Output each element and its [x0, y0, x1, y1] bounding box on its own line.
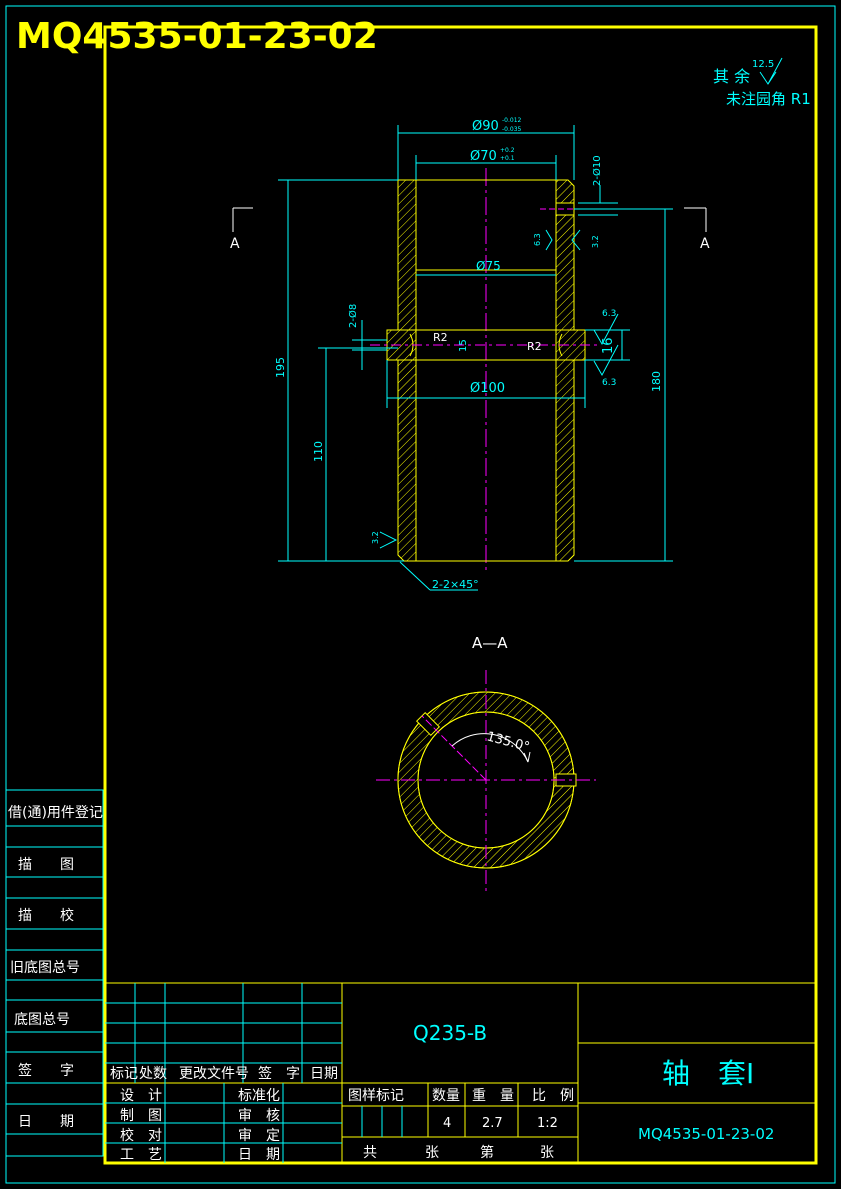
info-h-1: 数量: [432, 1088, 460, 1104]
rev-h-1: 处数: [139, 1066, 167, 1082]
sign-left-2: 校 对: [120, 1127, 162, 1144]
dim-inner-tol-upper: +0.2: [500, 147, 515, 154]
roughness-symbol-icon: [759, 57, 783, 85]
dim-radius-right: R2: [527, 340, 542, 353]
rev-h-4: 日期: [310, 1066, 338, 1082]
section-marker-left: A: [230, 236, 240, 252]
revision-header: 标记 处数 更改文件号 签 字 日期: [110, 1065, 338, 1082]
section-marker-right: A: [700, 236, 710, 252]
dim-total-length: 195: [274, 357, 287, 378]
side-row-1: 描 图: [18, 857, 74, 873]
side-row-0: 借(通)用件登记: [8, 805, 103, 821]
surface-note-prefix: 其 余: [713, 67, 750, 86]
sheet-no-label: 第: [480, 1144, 494, 1161]
side-row-6: 日 期: [18, 1114, 74, 1130]
drawing-number: MQ4535-01-23-02: [638, 1125, 774, 1143]
sign-right-2: 审 定: [238, 1128, 280, 1144]
bushing-front-view: [370, 168, 600, 572]
info-headers: 图样标记 数量 重 量 比 例: [348, 1088, 574, 1104]
sheets-label: 张: [425, 1145, 439, 1161]
title-block-grid: [105, 982, 816, 1163]
sign-right-0: 标准化: [238, 1088, 280, 1104]
sheet-label: 张: [540, 1145, 554, 1161]
surface-roughness-note: 其 余 12.5 未注园角 R1: [713, 57, 811, 108]
dim-chamfer: 2-2×45°: [432, 578, 479, 591]
rev-h-3: 签 字: [258, 1065, 300, 1082]
side-row-4: 底图总号: [14, 1012, 70, 1028]
side-row-5: 签 字: [18, 1062, 74, 1079]
header-drawing-number: MQ4535-01-23-02: [16, 16, 378, 57]
sign-right-3: 日 期: [238, 1147, 280, 1163]
roughness-bottom-left: 3.2: [371, 531, 380, 544]
quantity: 4: [443, 1116, 451, 1131]
outer-border: [5, 5, 836, 1184]
roughness-inner-right: 3.2: [591, 235, 600, 248]
side-panel-labels: 借(通)用件登记 描 图 描 校 旧底图总号 底图总号 签 字 日 期: [8, 805, 103, 1130]
info-h-2: 重 量: [472, 1088, 514, 1104]
dim-collar-dia: Ø100: [470, 381, 505, 396]
dim-outer-dia: Ø90: [472, 119, 499, 134]
weight: 2.7: [482, 1116, 503, 1131]
dim-outer-tol-upper: -0.012: [502, 117, 522, 124]
info-h-3: 比 例: [532, 1088, 574, 1104]
title-block-left-grid: [105, 983, 403, 1163]
dimension-lines: [278, 125, 673, 591]
dim-holes-left: 2-Ø8: [347, 304, 359, 328]
rev-h-0: 标记: [110, 1066, 138, 1082]
dim-groove-dia: Ø75: [476, 259, 501, 273]
scale: 1:2: [537, 1116, 558, 1131]
side-panel: [5, 789, 104, 1157]
section-markers: [232, 207, 707, 232]
dimension-texts: Ø90 -0.012 -0.035 Ø70 +0.2 +0.1 Ø75 Ø100…: [274, 117, 663, 591]
dim-radius-left: R2: [433, 331, 448, 344]
sign-right-1: 审 核: [238, 1108, 280, 1124]
section-angle: 135.0°: [485, 729, 531, 755]
dim-right-length: 180: [650, 371, 663, 392]
dim-outer-tol-lower: -0.035: [502, 126, 522, 133]
fillet-note: 未注园角 R1: [726, 90, 811, 108]
roughness-left-mid: 6.3: [533, 233, 542, 246]
part-name: 轴 套Ⅰ: [662, 1057, 754, 1090]
dim-inner-dia: Ø70: [470, 149, 497, 164]
sign-left-3: 工 艺: [120, 1147, 162, 1163]
dim-collar-width: 15: [458, 339, 469, 352]
material: Q235-B: [413, 1021, 487, 1045]
section-view: [376, 670, 596, 895]
dim-collar-width-right: 16: [601, 337, 616, 354]
sign-rows: 设 计 制 图 校 对 工 艺 标准化 审 核 审 定 日 期: [120, 1088, 280, 1163]
roughness-right-bottom: 6.3: [602, 378, 616, 388]
info-h-0: 图样标记: [348, 1088, 404, 1104]
dim-lower-length: 110: [312, 441, 325, 462]
surface-note-value: 12.5: [752, 59, 774, 70]
sheets-total-label: 共: [363, 1145, 377, 1161]
sign-left-0: 设 计: [120, 1088, 162, 1104]
rev-h-2: 更改文件号: [179, 1066, 249, 1082]
dim-inner-tol-lower: +0.1: [500, 155, 515, 162]
side-row-2: 描 校: [18, 907, 74, 924]
drawing-frame: [103, 25, 818, 1165]
side-row-3: 旧底图总号: [10, 960, 80, 976]
sign-left-1: 制 图: [120, 1108, 162, 1124]
section-title: A—A: [472, 634, 508, 652]
roughness-right-top: 6.3: [602, 309, 616, 319]
dim-holes-top: 2-Ø10: [591, 155, 603, 186]
